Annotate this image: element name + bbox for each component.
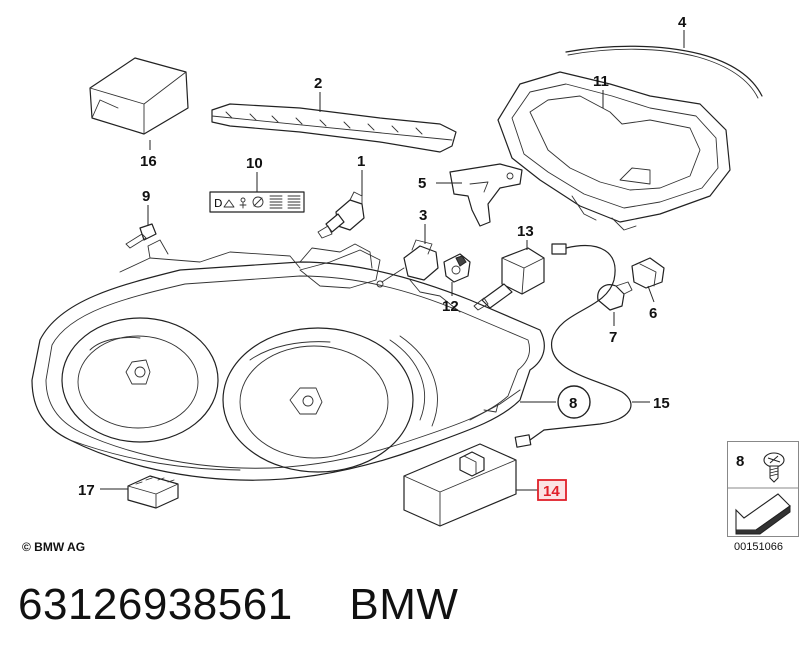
part-15-cable xyxy=(514,243,632,448)
part-4-seal xyxy=(565,45,763,99)
part-number: 63126938561 xyxy=(18,580,293,629)
callout-8-circle xyxy=(557,385,591,419)
part-10-warning-label: D xyxy=(209,191,305,213)
part-11-frame xyxy=(497,71,731,231)
callout-14-highlight xyxy=(537,479,567,501)
part-2-bracket xyxy=(211,103,457,153)
screw-icon xyxy=(763,452,785,483)
callout-12: 12 xyxy=(442,298,459,315)
footer-caption: 63126938561 BMW xyxy=(18,580,458,630)
part-14-control-unit xyxy=(403,443,517,527)
part-6-bulb xyxy=(631,257,665,289)
svg-text:D: D xyxy=(214,197,222,210)
callout-5: 5 xyxy=(418,175,426,192)
part-7-bulb xyxy=(597,281,633,311)
headlight-housing xyxy=(31,239,545,481)
callout-15: 15 xyxy=(653,395,670,412)
part-16-box xyxy=(89,57,189,135)
part-3-holder xyxy=(376,239,439,288)
callout-14: 14 xyxy=(543,483,560,500)
callout-16: 16 xyxy=(140,153,157,170)
part-1-bulb xyxy=(317,191,365,239)
callout-7: 7 xyxy=(609,329,617,346)
part-5-clip xyxy=(449,163,523,227)
callout-11: 11 xyxy=(593,73,609,90)
brand-name: BMW xyxy=(349,580,459,629)
callout-2: 2 xyxy=(314,75,322,92)
callout-1: 1 xyxy=(357,153,365,170)
inset-panel: 8 xyxy=(727,441,799,537)
leader-lines xyxy=(100,30,685,491)
callout-6: 6 xyxy=(649,305,657,322)
callout-10: 10 xyxy=(246,155,263,172)
part-12-socket xyxy=(443,253,471,283)
callout-8: 8 xyxy=(569,395,577,412)
callout-3: 3 xyxy=(419,207,427,224)
part-13-bulb xyxy=(473,247,545,311)
callout-13: 13 xyxy=(517,223,534,240)
callout-17: 17 xyxy=(78,482,95,499)
callout-9: 9 xyxy=(142,188,150,205)
inset-callout-8: 8 xyxy=(736,453,744,470)
callout-4: 4 xyxy=(678,14,687,31)
inset-drawing: 8 xyxy=(728,452,798,535)
arrow-icon xyxy=(735,493,791,535)
copyright-notice: © BMW AG xyxy=(22,540,86,554)
diagram-id: 00151066 xyxy=(734,541,783,553)
part-17-module xyxy=(127,475,179,509)
